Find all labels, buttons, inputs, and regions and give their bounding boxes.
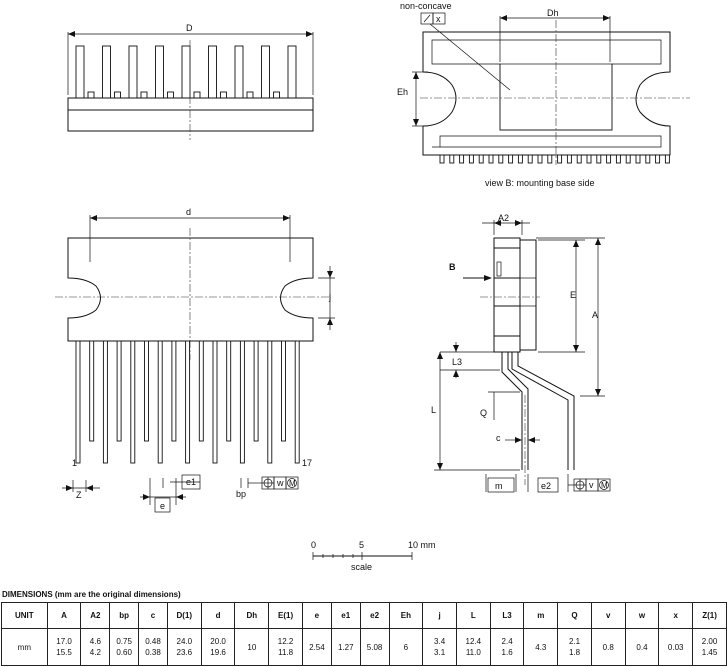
- scale-tick-0: 0: [311, 540, 316, 550]
- dimension-header-20: x: [658, 602, 694, 629]
- tol-M-label-2: M: [601, 481, 608, 490]
- dimension-header-12: Eh: [388, 602, 424, 629]
- dimensions-title: DIMENSIONS (mm are the original dimensio…: [2, 590, 181, 599]
- dimension-header-2: A2: [80, 602, 111, 629]
- dimension-value-12: 6: [388, 628, 424, 666]
- dimension-value-10: 1.27: [330, 628, 361, 666]
- scale-tick-10: 10 mm: [408, 540, 436, 550]
- dimension-value-9: 2.54: [301, 628, 332, 666]
- dimension-value-0: mm: [1, 628, 48, 666]
- dimension-header-13: j: [422, 602, 457, 629]
- plan-view-leads: [75, 340, 300, 464]
- plan-view: d j 1 17 Z e e1 bp: [55, 207, 335, 513]
- dimension-header-3: bp: [109, 602, 140, 629]
- dimension-header-11: e2: [359, 602, 390, 629]
- scale-caption: scale: [351, 562, 372, 572]
- dim-Dh-label: Dh: [547, 8, 559, 18]
- dim-A-label: A: [592, 310, 598, 320]
- dimension-header-21: Z(1): [692, 602, 727, 629]
- dim-A2-label: A2: [498, 213, 509, 223]
- front-view-pins: [75, 45, 297, 105]
- dimension-value-16: 4.3: [523, 628, 559, 666]
- package-outline-drawing: D non-concave x Dh Eh view B: mountin: [55, 1, 690, 572]
- pin-1-label: 1: [72, 458, 77, 468]
- dim-m-label: m: [495, 481, 503, 491]
- tol-w-label: w: [276, 478, 284, 488]
- dim-L-label: L: [431, 405, 436, 415]
- dim-e-label: e: [160, 501, 165, 511]
- mounting-base-view: non-concave x Dh Eh view B: mounting bas…: [397, 1, 690, 188]
- flatness-value: x: [436, 14, 441, 24]
- scale-tick-5: 5: [359, 540, 364, 550]
- dimension-value-19: 0.4: [624, 628, 660, 666]
- dimension-header-18: v: [590, 602, 626, 629]
- dimension-value-11: 5.08: [359, 628, 390, 666]
- front-view: D: [67, 23, 314, 140]
- tol-M-label-1: M: [289, 479, 296, 488]
- dimension-header-19: w: [624, 602, 660, 629]
- dimension-value-18: 0.8: [590, 628, 626, 666]
- dimension-header-14: L: [455, 602, 491, 629]
- dimension-value-20: 0.03: [658, 628, 694, 666]
- dim-e2-label: e2: [541, 481, 551, 491]
- dim-Q-label: Q: [480, 408, 487, 418]
- dimension-header-1: A: [46, 602, 82, 629]
- dim-Eh-label: Eh: [397, 87, 408, 97]
- dimension-header-5: D(1): [166, 602, 202, 629]
- view-b-caption: view B: mounting base side: [485, 178, 595, 188]
- dim-L3-label: L3: [452, 357, 462, 367]
- dimension-header-0: UNIT: [1, 602, 48, 629]
- scale-bar: 0 5 10 mm scale: [311, 540, 436, 572]
- mounting-base-pins: [439, 154, 670, 164]
- side-view: A2 B E A L3: [431, 213, 611, 493]
- dim-j-label: j: [328, 292, 331, 302]
- dimension-value-7: 10: [234, 628, 270, 666]
- dimension-header-4: c: [138, 602, 168, 629]
- view-arrow-B-label: B: [449, 262, 456, 272]
- dim-Z-label: Z: [76, 490, 82, 500]
- dim-c-label: c: [496, 433, 501, 443]
- dimension-header-10: e1: [330, 602, 361, 629]
- dimension-header-6: d: [200, 602, 236, 629]
- dimension-header-8: E(1): [268, 602, 303, 629]
- dimension-header-15: L3: [489, 602, 525, 629]
- tol-v-label: v: [589, 480, 594, 490]
- dim-e1-label: e1: [186, 477, 196, 487]
- dim-d-label: d: [186, 207, 191, 217]
- dimension-header-16: m: [523, 602, 559, 629]
- dim-bp-label: bp: [236, 489, 246, 499]
- dimension-header-9: e: [301, 602, 332, 629]
- non-concave-label: non-concave: [400, 1, 452, 11]
- dim-D-label: D: [186, 23, 193, 33]
- pin-17-label: 17: [302, 458, 312, 468]
- dimension-header-7: Dh: [234, 602, 270, 629]
- dimension-header-17: Q: [557, 602, 592, 629]
- dim-E-label: E: [570, 290, 576, 300]
